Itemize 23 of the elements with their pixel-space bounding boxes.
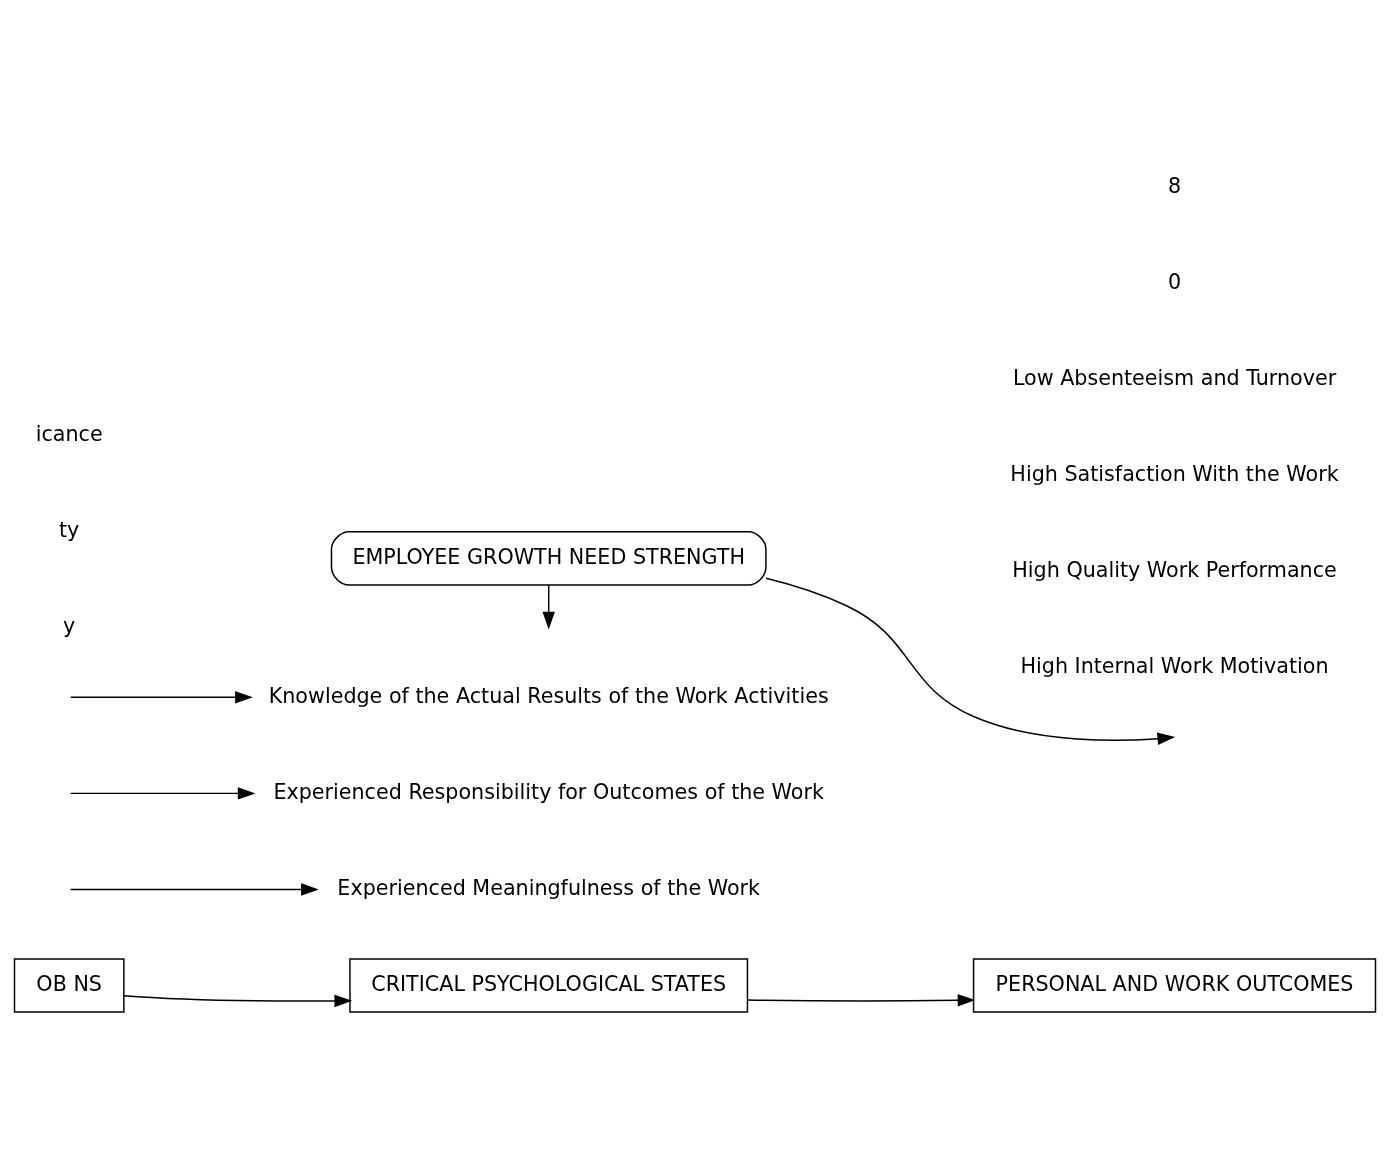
node-box: OB NS [13, 957, 125, 1013]
label: Low Absenteeism and Turnover [1012, 365, 1337, 390]
node-text: Experienced Meaningfulness of the Work [337, 875, 761, 900]
label: High Satisfaction With the Work [1010, 461, 1339, 486]
label: ty [59, 517, 80, 542]
node-box: EMPLOYEE GROWTH NEED STRENGTH [330, 530, 767, 586]
label: High Internal Work Motivation [1020, 653, 1329, 678]
arrow [70, 882, 319, 896]
label: icance [35, 421, 103, 446]
label: y [63, 613, 76, 638]
arrow [746, 993, 976, 1007]
node-text: Experienced Responsibility for Outcomes of the Work [273, 779, 824, 804]
label: High Quality Work Performance [1012, 557, 1337, 582]
arrow [70, 786, 256, 800]
node-box: PERSONAL AND WORK OUTCOMES [972, 957, 1377, 1013]
arrow [70, 690, 253, 704]
label: 8 [1167, 173, 1182, 198]
arrow [123, 994, 353, 1007]
arrow [765, 577, 1176, 745]
arrow [542, 584, 555, 630]
node-text: Knowledge of the Actual Results of the Work Activities [268, 683, 829, 708]
label: 0 [1167, 269, 1182, 294]
node-box: CRITICAL PSYCHOLOGICAL STATES [349, 957, 749, 1013]
